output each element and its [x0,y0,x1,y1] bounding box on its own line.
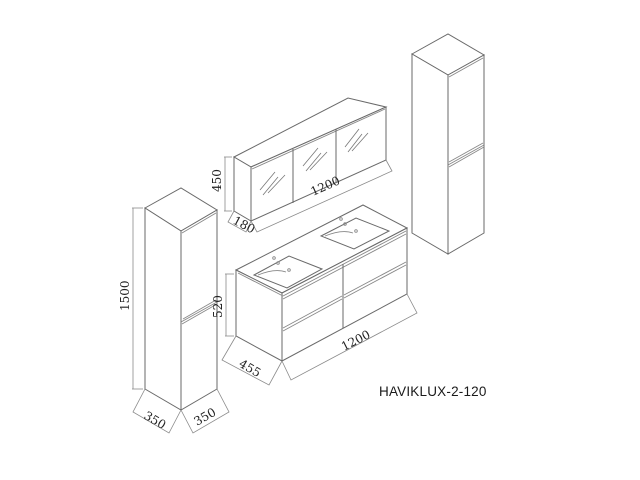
tall-right-side [411,53,449,255]
mirror-height-label: 450 [210,169,224,192]
tall-left-height-label: 1500 [118,280,132,311]
mirror-cabinet [224,97,393,233]
mirror-glass-marks [259,128,369,196]
vanity-height-label: 520 [211,295,225,318]
basin-left [252,255,324,289]
tall-left-width-right-label: 350 [192,405,219,429]
tall-left-width-left-label: 350 [142,408,169,432]
tall-left-side [144,207,182,411]
tall-cabinet-left [132,187,230,434]
mirror-side [233,156,252,222]
vanity-unit [221,204,418,386]
vanity-depth-label: 455 [237,356,264,380]
tall-cabinet-right [410,33,486,255]
basin-right [319,217,391,250]
model-number-label: HAVIKLUX-2-120 [379,384,487,399]
vanity-width-label: 1200 [339,327,373,353]
